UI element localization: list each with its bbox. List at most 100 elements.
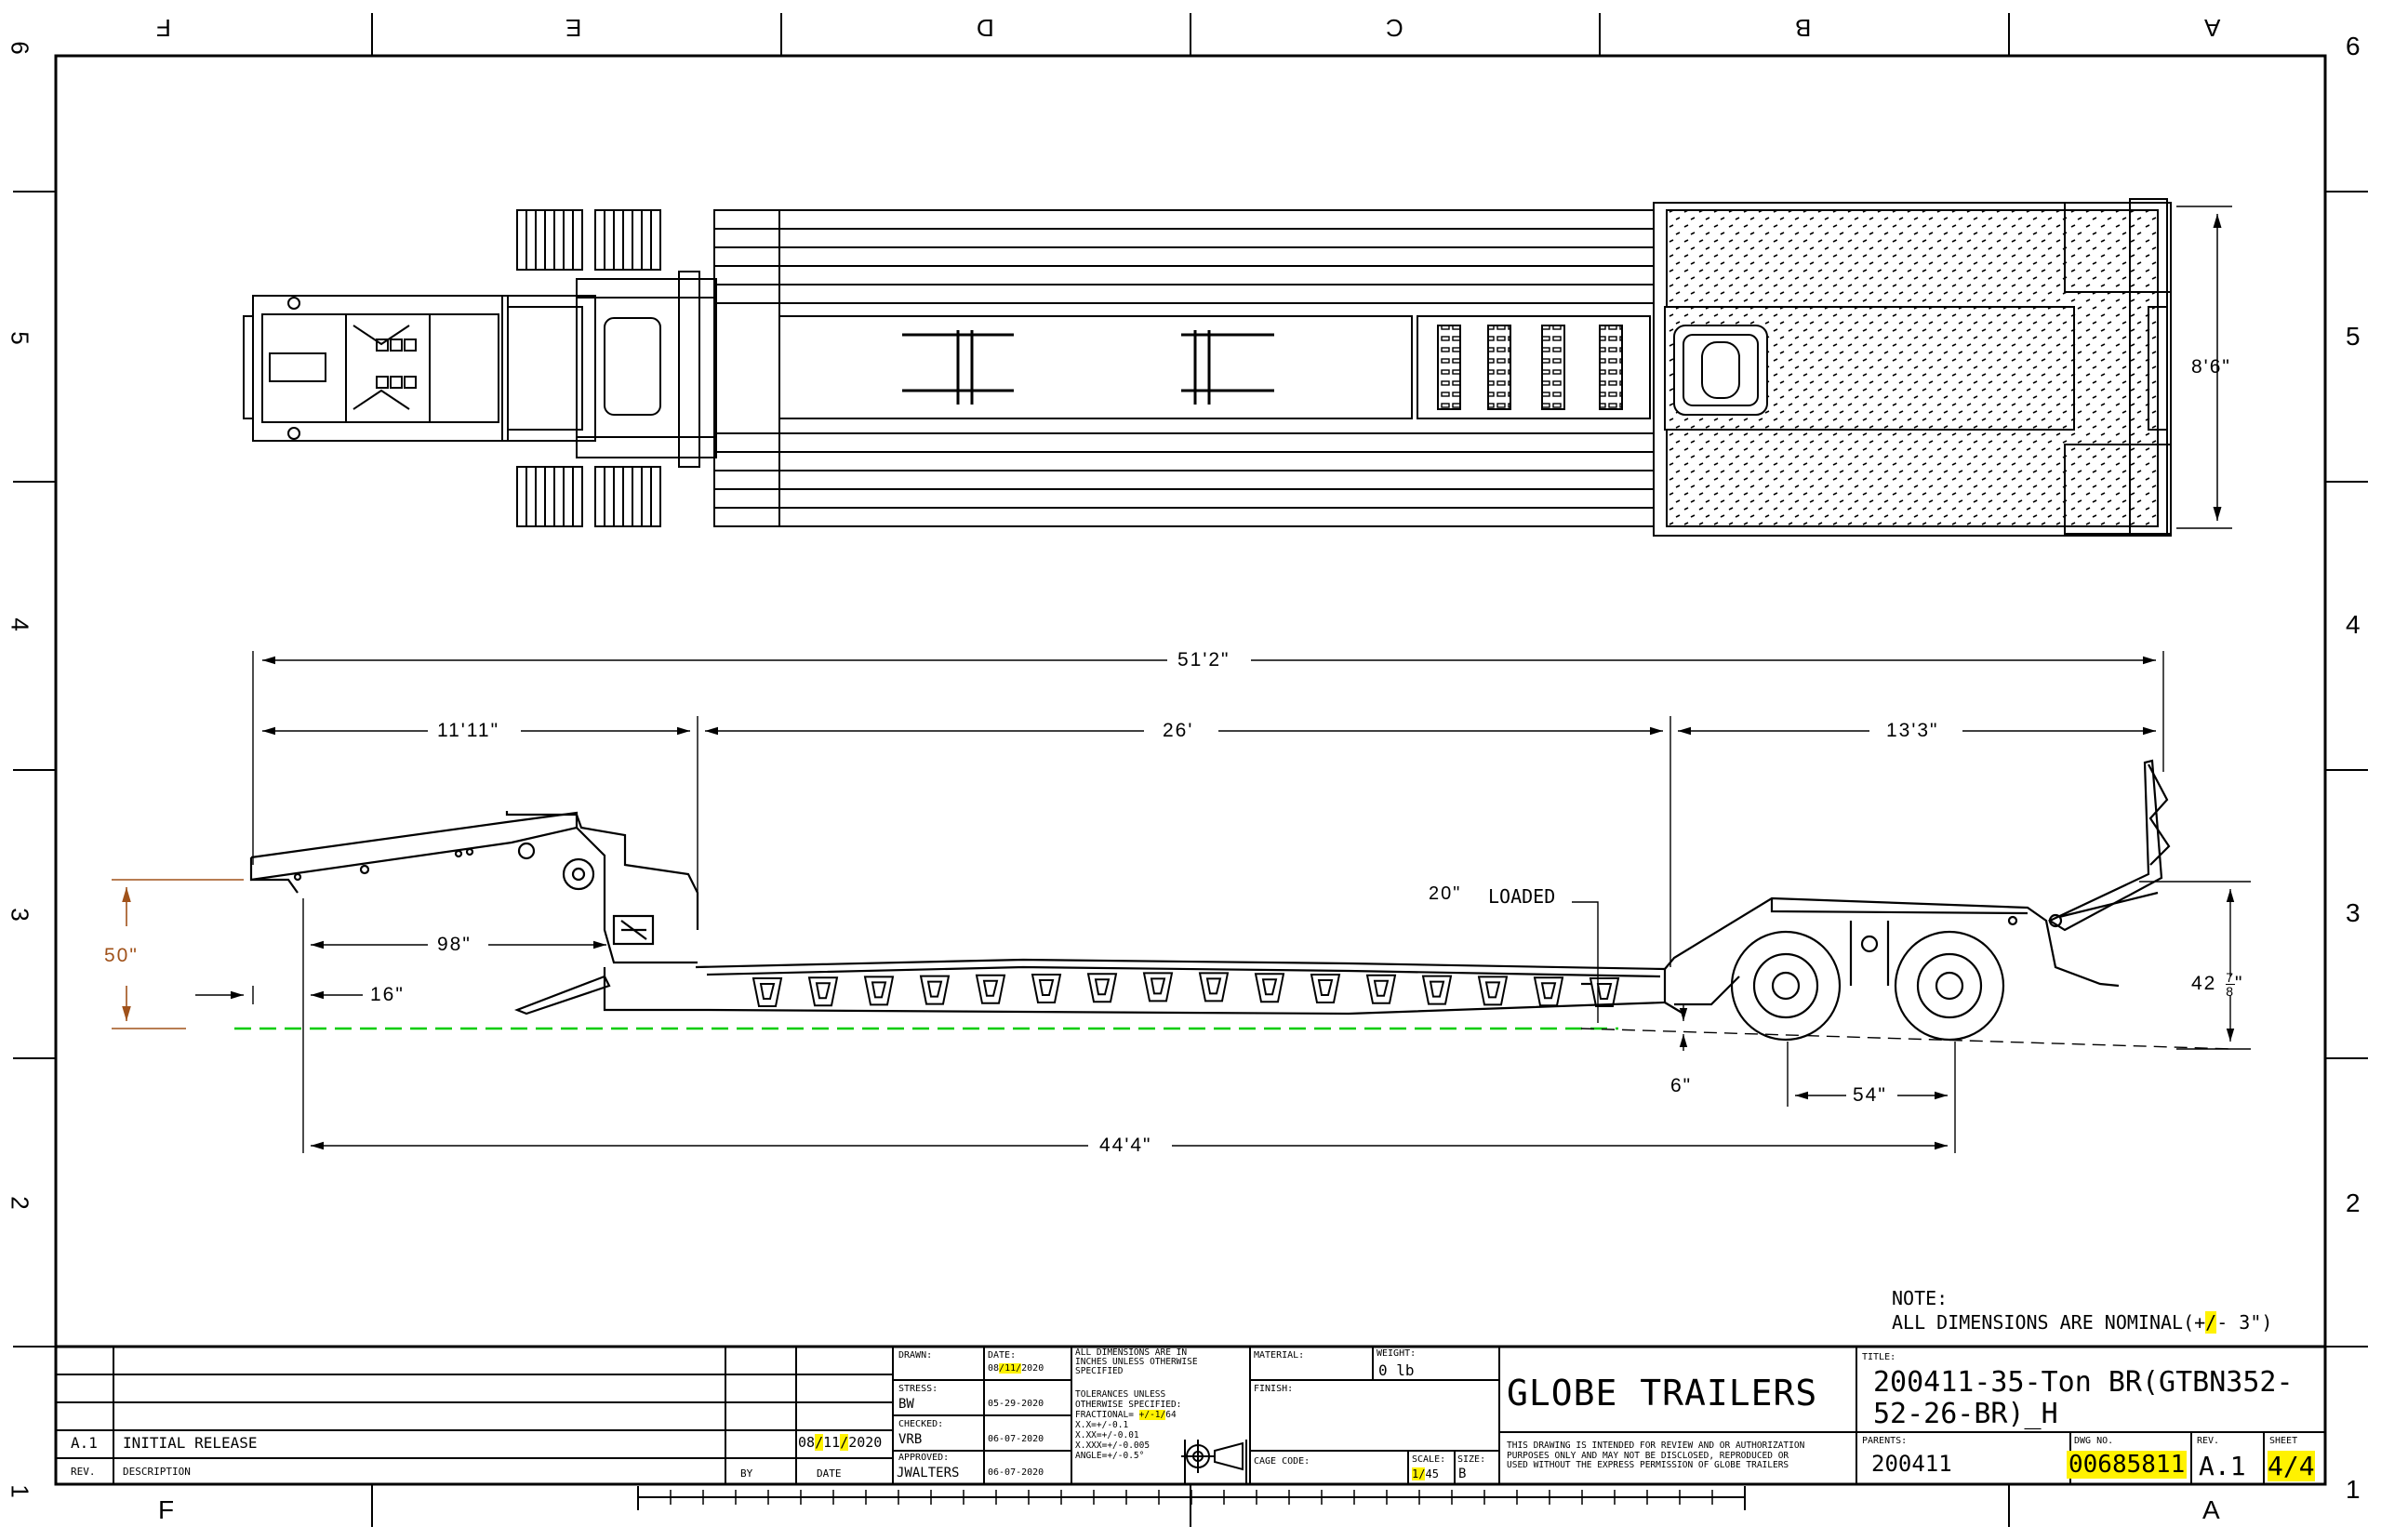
tire <box>594 209 661 271</box>
projection-symbol-icon <box>1181 1440 1244 1473</box>
deck-gusset <box>1477 976 1509 1006</box>
sheet-label: SHEET <box>2269 1436 2298 1446</box>
stress-by: BW <box>898 1397 914 1412</box>
note-label: NOTE: <box>1892 1287 1949 1309</box>
drawn-date-highlight: /11/ <box>999 1363 1022 1374</box>
tolerance-line: ANGLE=+/-0.5° <box>1075 1451 1145 1461</box>
approved-by: JWALTERS <box>897 1466 960 1480</box>
border-row-label: 6 <box>6 41 34 55</box>
deck-gusset-cutout <box>1094 978 1111 996</box>
drawing-title: 200411-35-Ton BR(GTBN352- 52-26-BR)_H <box>1873 1367 2294 1430</box>
deck-gusset <box>1365 974 1397 1004</box>
rev-date-part: 08 <box>798 1434 816 1451</box>
dim-rear-height: 42 7 8 " <box>2191 970 2244 999</box>
dwg-no-value: 00685811 <box>2067 1451 2188 1479</box>
deck-gusset-cutout <box>1429 980 1445 998</box>
rev-cell: A.1 <box>71 1434 98 1452</box>
deck-gusset <box>1589 977 1620 1007</box>
deck-gusset-cutout <box>1038 979 1055 996</box>
deck-gusset <box>975 974 1006 1004</box>
sheet-part: 4 <box>2268 1451 2283 1481</box>
checked-label: CHECKED: <box>898 1419 944 1429</box>
border-col-label: E <box>565 14 582 42</box>
scale-part: 1 <box>1412 1467 1419 1480</box>
border-col-label: F <box>156 14 171 42</box>
scale-value: 1/45 <box>1412 1467 1439 1480</box>
note-text-highlight: / <box>2205 1311 2217 1334</box>
size-label: SIZE: <box>1457 1454 1486 1465</box>
deck-gusset <box>919 975 951 1005</box>
deck-grate <box>1599 325 1623 410</box>
drawn-date-label: DATE: <box>988 1350 1017 1361</box>
border-col-label: D <box>977 14 994 42</box>
border-row-label: 2 <box>2346 1188 2361 1217</box>
border-col-label: C <box>1386 14 1403 42</box>
size-value: B <box>1458 1467 1467 1481</box>
parents-label: PARENTS: <box>1862 1436 1908 1446</box>
tire-group <box>516 209 583 271</box>
tolerance-frac-highlight: +/-1/ <box>1138 1410 1166 1420</box>
disclaimer-line: USED WITHOUT THE EXPRESS PERMISSION OF G… <box>1507 1460 1789 1470</box>
deck-gusset-cutout <box>815 982 831 1000</box>
deck-grate <box>1437 325 1461 410</box>
border-row-label: 1 <box>6 1484 34 1498</box>
tolerance-frac-part: 64 <box>1165 1410 1177 1420</box>
material-label: MATERIAL: <box>1254 1350 1305 1361</box>
title-label: TITLE: <box>1862 1352 1896 1362</box>
dim-loaded-label: LOADED <box>1488 885 1556 908</box>
dim-axle-spread: 54" <box>1853 1084 1887 1106</box>
drawing-title-line: 200411-35-Ton BR(GTBN352- <box>1873 1366 2294 1399</box>
deck-gusset-cutout <box>982 979 999 997</box>
side-dimensions <box>195 651 2251 1153</box>
weight-label: WEIGHT: <box>1377 1348 1417 1359</box>
rev-label: REV. <box>2197 1436 2220 1446</box>
rev-date-highlight: / <box>815 1434 824 1451</box>
deck-gusset <box>1254 973 1285 1003</box>
rev-col-header: REV. <box>71 1466 96 1478</box>
rev-value: A.1 <box>2199 1451 2246 1481</box>
finish-label: FINISH: <box>1254 1384 1294 1394</box>
dims-note: ALL DIMENSIONS ARE IN INCHES UNLESS OTHE… <box>1075 1348 1198 1376</box>
stress-label: STRESS: <box>898 1384 938 1394</box>
title-block-grid <box>54 1345 2327 1486</box>
by-col-header: BY <box>740 1467 753 1480</box>
drawn-label: DRAWN: <box>898 1350 933 1361</box>
approved-date: 06-07-2020 <box>988 1467 1044 1478</box>
sheet-part: 4 <box>2298 1451 2315 1481</box>
tolerance-line: FRACTIONAL= +/-1/64 <box>1075 1410 1181 1420</box>
dim-fifth-wheel-height: 50" <box>104 945 139 966</box>
tolerance-line: X.XXX=+/-0.005 <box>1075 1440 1151 1451</box>
drawing-title-line: 52-26-BR)_H <box>1873 1398 2058 1430</box>
border-col-label: F <box>158 1495 175 1524</box>
scale-part: 45 <box>1425 1467 1439 1480</box>
deck-gusset <box>1421 975 1453 1005</box>
border-row-label: 5 <box>2346 322 2361 351</box>
note-text-part: - 3") <box>2216 1311 2273 1334</box>
dim-rear-height-den: 8 <box>2226 984 2235 999</box>
deck-gusset <box>1198 972 1230 1002</box>
border-row-label: 1 <box>2346 1475 2361 1504</box>
border-row-label: 4 <box>6 617 34 631</box>
deck-gusset-cutout <box>1150 977 1166 995</box>
tolerance-line: OTHERWISE SPECIFIED: <box>1075 1400 1182 1410</box>
deck-grate <box>1487 325 1511 410</box>
dim-kingpin-to-front: 98" <box>437 934 472 955</box>
drawn-date: 08/11/2020 <box>988 1363 1044 1374</box>
stress-date: 05-29-2020 <box>988 1399 1044 1409</box>
top-view-trailer <box>243 198 2172 537</box>
checked-by: VRB <box>898 1432 923 1447</box>
cage-code-label: CAGE CODE: <box>1254 1456 1310 1467</box>
deck-gusset-cutout <box>1205 977 1222 995</box>
side-view-trailer <box>249 759 2171 1042</box>
border-col-label: B <box>1795 14 1812 42</box>
deck-gusset <box>752 977 783 1007</box>
deck-gusset <box>1142 972 1174 1002</box>
parents-value: 200411 <box>1871 1451 1952 1477</box>
deck-gusset <box>1086 973 1118 1003</box>
dims-note-line: ALL DIMENSIONS ARE IN <box>1075 1348 1188 1358</box>
ground-reference <box>234 1027 2233 1050</box>
deck-gusset-cutout <box>1317 979 1334 996</box>
dim-kingpin-to-axle: 44'4" <box>1099 1135 1152 1156</box>
tolerances-note: TOLERANCES UNLESS OTHERWISE SPECIFIED: F… <box>1075 1389 1181 1461</box>
